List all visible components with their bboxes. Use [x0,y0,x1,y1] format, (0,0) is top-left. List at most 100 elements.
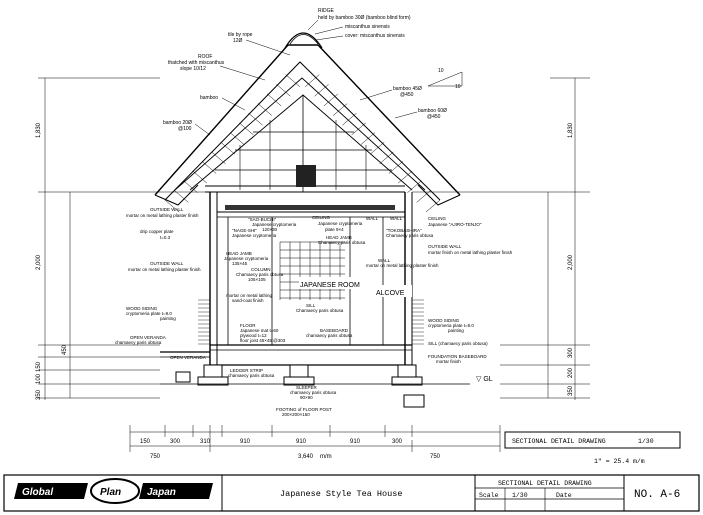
outside-wall2-note: mortar on metal lathing plaster finish [128,267,201,272]
dim-right-low1: 300 [568,347,574,358]
sleeper-note: chamaecy paris obtusa [290,390,337,395]
sill-label: SILL [306,303,316,308]
alcove-label: ALCOVE [376,290,405,297]
wood-siding-l-note: cryptomeria plate t=9.0 [126,311,172,316]
dim-bottom-4: 910 [296,439,307,445]
sill-r: SILL (chamaecy paris obtusa) [428,341,488,346]
ridge-sub1: miscanthus sinensis [345,24,390,30]
interior-annotations: "SAO-BUCHI" Japanese cryptomeria 120×30 … [115,207,513,417]
floor-label: FLOOR [240,323,256,328]
tb-scale-label: Scale [479,492,499,499]
roof-note1: thatched with miscanthus [168,60,225,66]
drawing-number: NO. A-6 [634,489,680,501]
hatch-line [211,151,226,164]
floor-note3: floor joist 45×45 @303 [240,338,286,343]
room-labels: JAPANESE ROOM ALCOVE [299,277,412,297]
ridge-label: RIDGE [318,8,335,14]
hatch-line [388,161,404,174]
ceiling-note1: Japanese cryptomeria [318,221,363,226]
dim-left-roof: 1,830 [36,122,42,138]
ceiling-label: CEILING [312,215,331,220]
hatch-line [248,113,263,126]
mortar-inside: mortar on metal lathing [226,293,273,298]
roof-leaders [194,19,463,136]
bamboo-60: bamboo 60Ø [418,108,447,114]
foundation-label: FOUNDATION BASEBOARD [428,354,487,359]
room-label: JAPANESE ROOM [300,282,360,289]
tokobashira-label: "TOKOBASHIRA" [386,228,422,233]
ceiling-r-note: Japanese "AJIRO-TENJO" [428,222,482,227]
roof-label: ROOF [198,54,212,60]
bamboo-20: bamboo 20Ø [163,120,192,126]
wood-siding-l: WOOD SIDING [126,306,158,311]
dim-bottom-total: 3,640 [298,454,314,460]
dim-bottom-3: 910 [240,439,251,445]
bamboo-20-spacing: @100 [178,126,192,132]
hatch-line [174,190,189,203]
tb-date-label: Date [556,492,572,499]
dim-bottom-2: 310 [200,439,211,445]
tb-sheet-title: SECTIONAL DETAIL DRAWING [498,480,592,487]
drip-copper-size: t=0.3 [160,235,171,240]
sao-buchi-note2: 120×30 [262,227,278,232]
hatch-line [266,93,282,107]
outside-wall-note: mortar on metal lathing plaster finish [126,213,199,218]
foundation-note: mortar finish [436,359,461,364]
sleeper-size: 90×90 [300,395,313,400]
dim-left-low2: 150 [36,361,42,372]
dim-bottom-6: 300 [392,439,403,445]
project-title: Japanese Style Tea House [280,489,402,499]
ceiling-r-label: CEILING [428,216,447,221]
floor-note1: Japanese mat t=60 [240,328,279,333]
baseboard-label: BASEBOARD [320,328,349,333]
wood-siding-r: WOOD SIDING [428,318,460,323]
wall-label: WALL [366,216,379,221]
tile-rope-size: 12Ø [233,38,243,44]
wall-r3: WALL [378,258,391,263]
dim-bottom-left-750: 750 [150,454,161,460]
hatch-line [276,84,291,97]
dim-bottom-right-750: 750 [430,454,441,460]
head-jamb2-note: Chamaecy paris obtusa [318,240,366,245]
sao-buchi-label: "SAO-BUCHI" [248,217,277,222]
logo-japan: Japan [147,487,176,498]
hatch-line [257,103,273,116]
hatch-line [285,74,300,87]
wall-label-2: WALL [390,216,403,221]
dim-right-low2: 200 [568,367,574,378]
wall-r3-note: mortar on metal lathing plaster finish [366,263,439,268]
conversion-note: 1" = 25.4 m/m [594,458,645,465]
head-jamb-l-note: Japanese cryptomeria [224,256,269,261]
ridge-labels: RIDGE held by bamboo 30Ø (bamboo blind f… [163,8,461,132]
wood-siding-l-note2: painting [160,316,176,321]
baseboard-note: chamaecy paris obtusa [306,333,353,338]
dim-left-low3: 100 [36,373,42,384]
logo-plan: Plan [100,487,121,498]
bamboo-60-spacing: @450 [427,114,441,120]
footing-label: FOOTING of FLOOR POST [276,407,332,412]
company-logo: Global Plan Japan [14,478,213,504]
head-jamb-l-size: 135×45 [232,261,248,266]
slope-run: 10 [438,68,444,74]
floor-note2: plywood t=12 [240,333,267,338]
sheet-box-title: SECTIONAL DETAIL DRAWING [512,438,606,445]
outside-wall2-label: OUTSIDE WALL [150,261,184,266]
hatch-line [239,122,254,136]
head-jamb-l: HEAD JAMB [226,251,252,256]
hatch-line [192,170,208,184]
ridge-note: held by bamboo 30Ø (bamboo blind form) [318,15,411,21]
bamboo-45-spacing: @450 [400,92,414,98]
dim-left-low1: 450 [62,344,68,355]
ledger-strip: LEDGER STRIP [230,368,263,373]
hatch-line [220,141,235,155]
hatch-line [370,141,385,155]
sill-note: Chamaecy paris obtusa [296,308,344,313]
mortar-inside2: sand-coat finish [232,298,264,303]
nage-shi-label: "NAGE-SHI" [232,228,257,233]
sleeper-label: SLEEPER [296,385,318,390]
open-veranda-2: OPEN VERANDA [170,355,206,360]
dim-bottom-1: 300 [170,439,181,445]
outside-wall-r-note: mortar finish on metal lathing plaster f… [428,250,513,255]
dim-bottom-5: 910 [350,439,361,445]
